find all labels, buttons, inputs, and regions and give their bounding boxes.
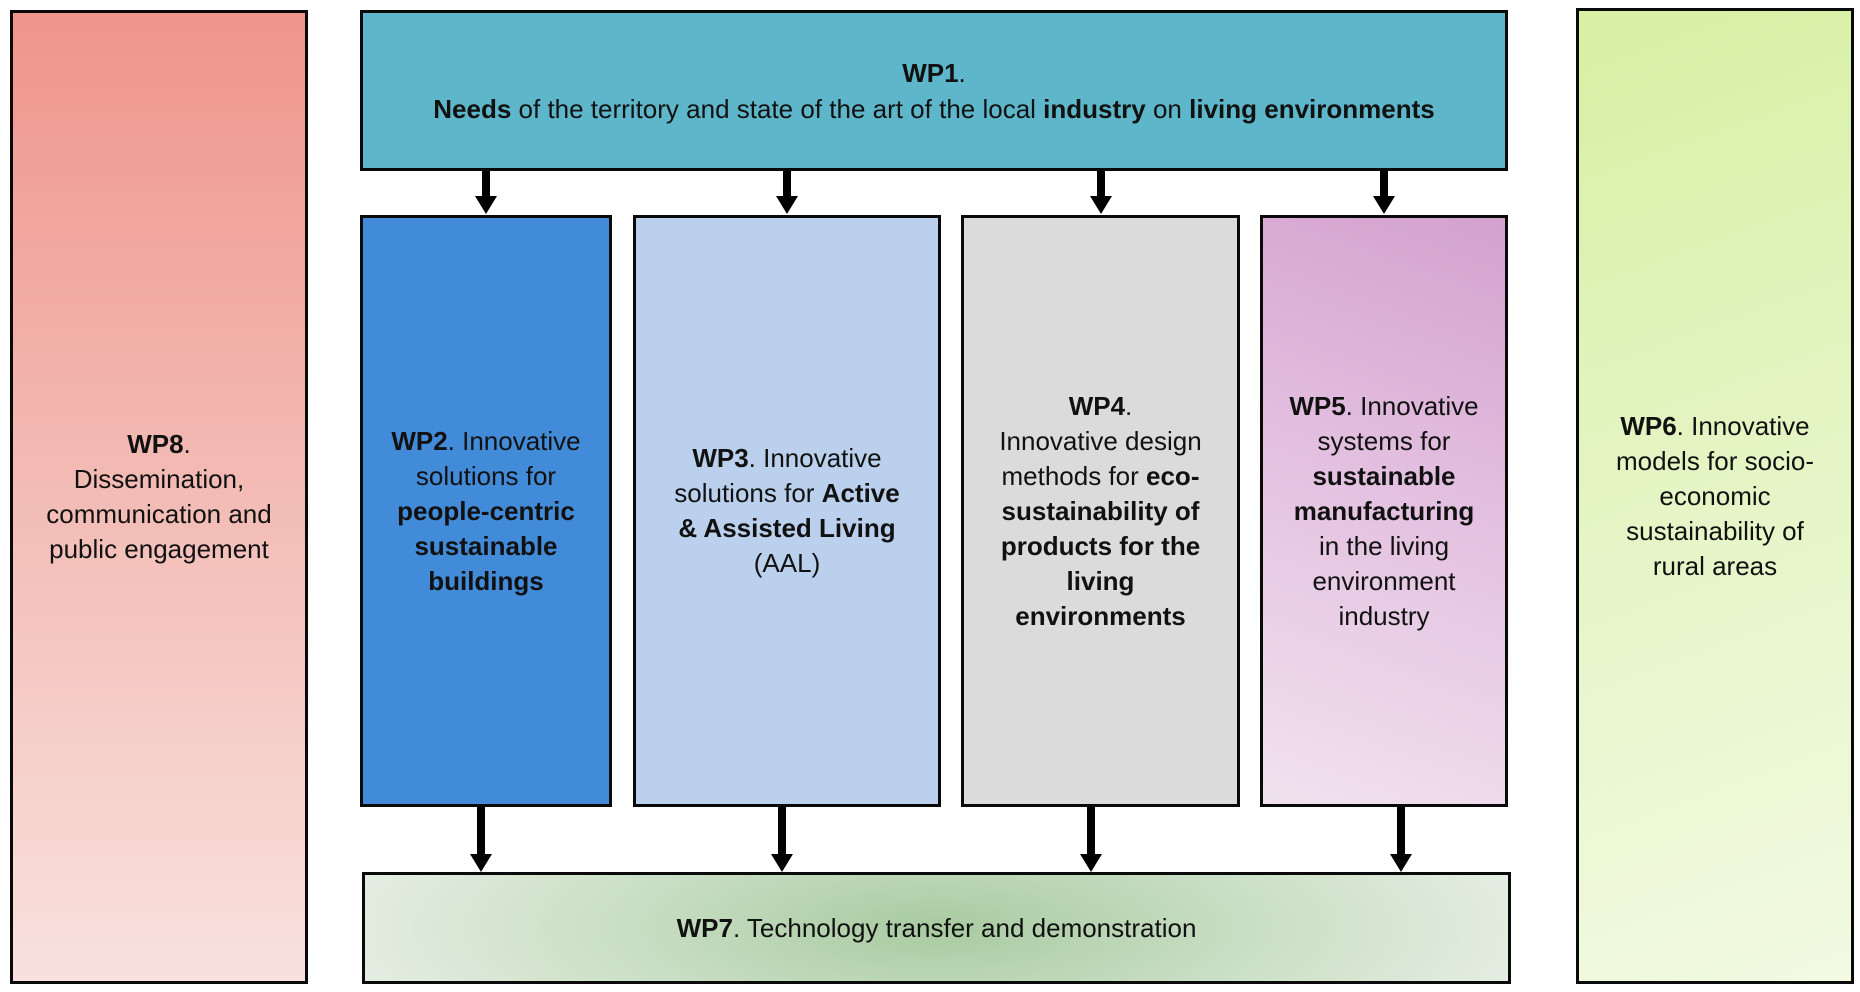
wp8-line3: communication and	[46, 499, 272, 529]
wp8-line2: Dissemination,	[73, 464, 245, 494]
wp2-code: WP2	[391, 425, 448, 456]
wp3-bold: Active & Assisted Living	[678, 478, 900, 543]
wp1-needs: Needs	[433, 93, 512, 124]
wp5-code: WP5	[1289, 390, 1346, 421]
wp2-text: WP2. Innovative solutions for people-cen…	[363, 424, 609, 599]
wp8-text: WP8. Dissemination, communication and pu…	[26, 427, 291, 567]
wp3-text: WP3. Innovative solutions for Active & A…	[636, 441, 938, 581]
wp1-code: WP1	[902, 57, 959, 88]
wp7-rest: . Technology transfer and demonstration	[732, 912, 1197, 943]
wp8-code: WP8	[127, 429, 184, 459]
wp3-code: WP3	[692, 443, 749, 473]
wp7-box: WP7. Technology transfer and demonstrati…	[362, 872, 1511, 984]
wp2-rest: . Innovative solutions for	[415, 425, 581, 491]
wp1-code-dot: .	[958, 57, 966, 88]
wp4-code-dot: .	[1125, 390, 1133, 421]
wp6-rest: . Innovative models for socio-economic s…	[1616, 410, 1814, 581]
wp4-text: WP4. Innovative design methods for eco-s…	[964, 389, 1237, 634]
wp8-box: WP8. Dissemination, communication and pu…	[10, 10, 308, 984]
wp5-bold: sustainable manufacturing	[1293, 460, 1475, 526]
wp4-box: WP4. Innovative design methods for eco-s…	[961, 215, 1240, 807]
wp8-line4: public engagement	[49, 534, 269, 564]
wp7-text: WP7. Technology transfer and demonstrati…	[677, 911, 1197, 946]
wp1-text: WP1. Needs of the territory and state of…	[433, 55, 1434, 127]
wp6-box: WP6. Innovative models for socio-economi…	[1576, 8, 1854, 984]
wp3-rest: . Innovative solutions for	[674, 443, 882, 508]
wp1-mid2: on	[1145, 93, 1190, 124]
wp2-box: WP2. Innovative solutions for people-cen…	[360, 215, 612, 807]
wp6-code: WP6	[1620, 410, 1677, 441]
wp1-mid1: of the territory and state of the art of…	[511, 93, 1044, 124]
wp8-code-dot: .	[183, 429, 191, 459]
wp4-bold: eco-sustainability of products for the l…	[1000, 460, 1201, 631]
wp4-code: WP4	[1068, 390, 1126, 421]
wp1-box: WP1. Needs of the territory and state of…	[360, 10, 1508, 171]
wp1-living: living environments	[1189, 93, 1435, 124]
wp5-rest: . Innovative systems for	[1317, 390, 1479, 456]
wp1-industry: industry	[1043, 93, 1146, 124]
wp5-tail: in the living environment industry	[1312, 530, 1456, 631]
wp2-bold: people-centric sustainable buildings	[397, 495, 575, 596]
wp5-text: WP5. Innovative systems for sustainable …	[1263, 389, 1505, 634]
wp6-text: WP6. Innovative models for socio-economi…	[1579, 409, 1851, 584]
wp5-box: WP5. Innovative systems for sustainable …	[1260, 215, 1508, 807]
wp3-box: WP3. Innovative solutions for Active & A…	[633, 215, 941, 807]
wp4-line2: Innovative design methods for	[999, 425, 1202, 491]
wp3-tail: (AAL)	[753, 548, 821, 578]
wp7-code: WP7	[676, 912, 733, 943]
